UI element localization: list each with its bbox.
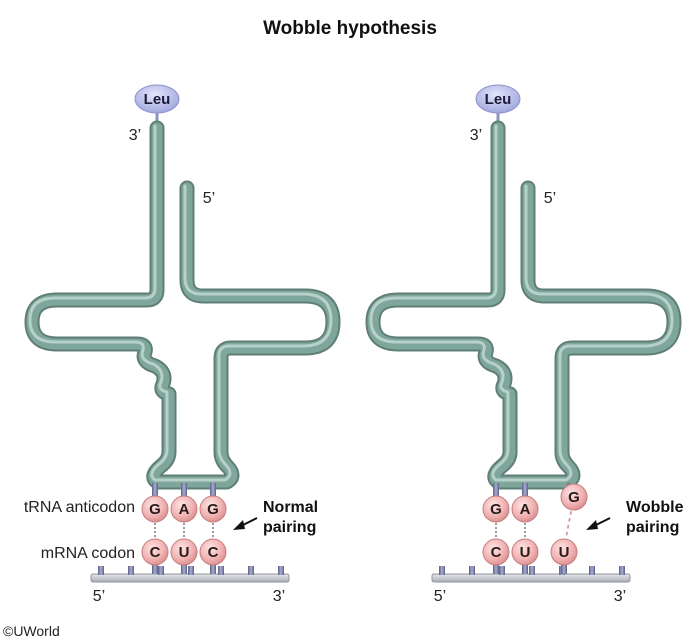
codon-stub [561,563,567,574]
leucine-blob: Leu [475,84,521,114]
mrna-strand [431,566,631,583]
copyright-logo: ©UWorld [3,623,60,639]
anticodon-stub [210,483,216,497]
mrna-nucleotide-stub [98,566,104,575]
anticodon-base-letter: A [520,501,531,518]
codon-base: U [170,538,198,566]
mrna-nucleotide-stub [188,566,194,575]
trna-panel-wobble: Leu 3’ 5’ 5’ 3’ G A G C U U Wobble pairing [365,84,684,605]
mrna-5-prime-label: 5’ [434,588,446,605]
trna-molecule [365,120,682,490]
codon-base-letter: U [559,544,570,561]
leucine-label: Leu [144,91,171,108]
pairing-label-line2: pairing [626,519,679,536]
codon-base-letter: C [491,544,502,561]
mrna-nucleotide-stub [439,566,445,575]
mrna-nucleotide-stub [469,566,475,575]
codon-base: C [482,538,510,566]
codon-stub [210,563,216,574]
mrna-nucleotide-stub [589,566,595,575]
codon-base: C [141,538,169,566]
mrna-3-prime-label: 3’ [614,588,626,605]
pairing-annotation: Wobble pairing [586,499,684,536]
codon-stub [152,563,158,574]
leucine-label: Leu [485,91,512,108]
anticodon-stub [493,483,499,497]
anticodon-base-letter: G [568,489,580,506]
anticodon-base: G [141,495,169,523]
mrna-nucleotide-stub [158,566,164,575]
leucine-blob: Leu [134,84,180,114]
trna-3-prime-label: 3’ [470,127,482,144]
mrna-3-prime-label: 3’ [273,588,285,605]
anticodon-base: G [560,483,588,511]
codon-stub [493,563,499,574]
mrna-nucleotide-stub [619,566,625,575]
trna-5-prime-label: 5’ [203,190,215,207]
anticodon-base: A [511,495,539,523]
codon-base-letter: U [520,544,531,561]
mrna-nucleotide-stub [278,566,284,575]
codon-base-letter: C [150,544,161,561]
codon-base: U [550,538,578,566]
anticodon-base: A [170,495,198,523]
mrna-nucleotide-stub [499,566,505,575]
pairing-arrowhead [233,520,245,530]
codon-base: U [511,538,539,566]
anticodon-label: tRNA anticodon [24,499,135,516]
mrna-nucleotide-stub [218,566,224,575]
mrna-nucleotide-stub [248,566,254,575]
wobble-bond [565,511,572,539]
pairing-annotation: Normal pairing [233,499,318,536]
diagram-title: Wobble hypothesis [263,18,437,39]
codon-base-letter: C [208,544,219,561]
trna-3-prime-label: 3’ [129,127,141,144]
codon-base-letter: U [179,544,190,561]
pairing-label-line2: pairing [263,519,316,536]
anticodon-base-letter: A [179,501,190,518]
mrna-nucleotide-stub [128,566,134,575]
mrna-nucleotide-stub [529,566,535,575]
trna-5-prime-label: 5’ [544,190,556,207]
mrna-5-prime-label: 5’ [93,588,105,605]
anticodon-stub [181,483,187,497]
anticodon-base-letter: G [490,501,502,518]
anticodon-base: G [199,495,227,523]
codon-stub [522,563,528,574]
pairing-arrowhead [586,520,598,530]
codon-label: mRNA codon [41,545,135,562]
anticodon-stub [522,483,528,497]
mrna-strand [90,566,290,583]
codon-stub [181,563,187,574]
anticodon-stub [152,483,158,497]
trna-molecule [24,120,341,490]
pairing-label-line1: Normal [263,499,318,516]
anticodon-base-letter: G [207,501,219,518]
anticodon-base-letter: G [149,501,161,518]
pairing-label-line1: Wobble [626,499,684,516]
anticodon-base: G [482,495,510,523]
codon-base: C [199,538,227,566]
